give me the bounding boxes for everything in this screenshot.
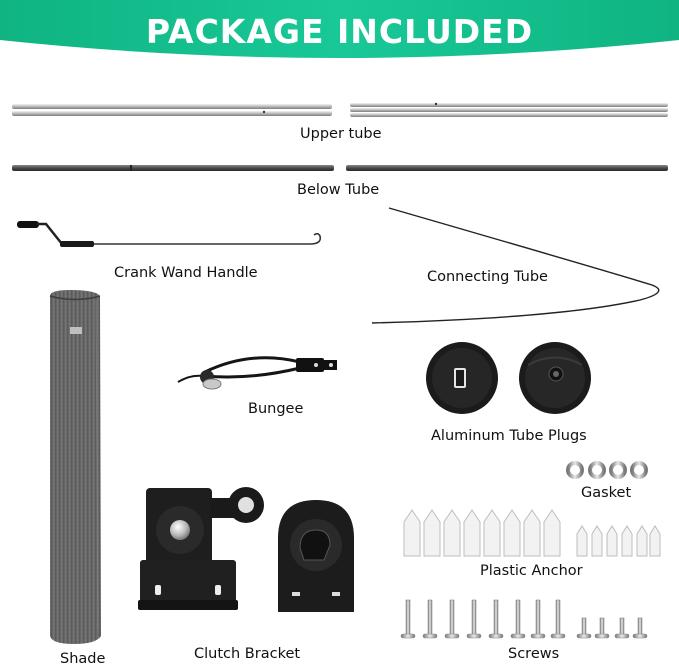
label-shade: Shade — [60, 651, 106, 667]
clutch-bracket-icon — [138, 487, 264, 610]
bungee-icon — [177, 356, 337, 390]
crank-handle-icon — [17, 221, 322, 247]
banner-background — [0, 0, 679, 58]
label-clutch-bracket: Clutch Bracket — [194, 646, 301, 662]
label-aluminum-tube-plugs: Aluminum Tube Plugs — [431, 428, 587, 444]
connecting-tube-icon — [371, 207, 660, 324]
label-crank-wand-handle: Crank Wand Handle — [114, 265, 258, 281]
washer-icon — [566, 461, 648, 479]
label-connecting-tube: Connecting Tube — [427, 269, 548, 285]
page-title: PACKAGE INCLUDED — [145, 12, 534, 51]
label-plastic-anchor: Plastic Anchor — [480, 563, 583, 579]
tube-plug-icon — [426, 342, 591, 414]
below-tube-icon — [12, 165, 668, 171]
label-gasket: Gasket — [581, 485, 632, 501]
end-bracket-icon — [278, 500, 354, 612]
upper-tube-icon — [12, 102, 668, 117]
label-screws: Screws — [508, 646, 560, 662]
label-below-tube: Below Tube — [297, 182, 380, 198]
label-bungee: Bungee — [248, 401, 304, 417]
label-upper-tube: Upper tube — [300, 126, 382, 142]
shade-icon — [49, 290, 101, 644]
